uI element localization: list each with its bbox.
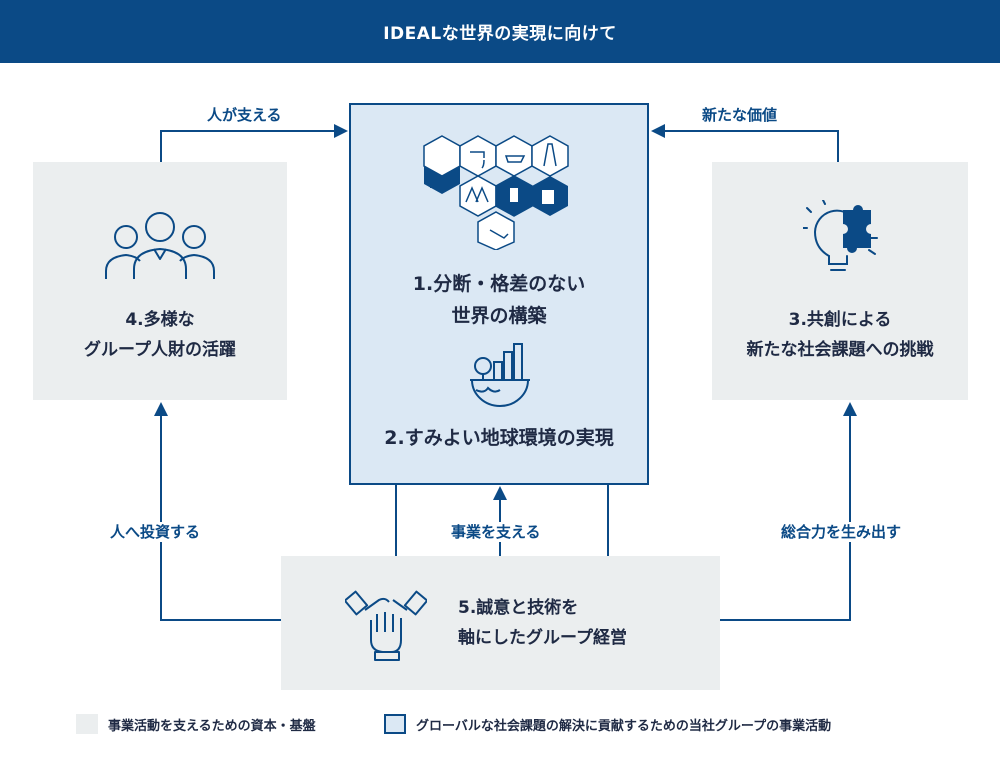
left-box-line2: グループ人財の活躍: [84, 340, 236, 360]
arrowhead-top-right: [651, 124, 665, 138]
flow-label-center: 事業を支える: [445, 522, 547, 542]
flow-label-top-left: 人が支える: [201, 105, 288, 125]
arrowhead-right: [843, 402, 857, 416]
bottom-box-line1: 5.誠意と技術を: [458, 598, 579, 618]
flow-line-right: [720, 415, 851, 621]
group-people-icon: [105, 212, 215, 279]
center-line-1b: 世界の構築: [451, 305, 547, 327]
flow-label-right: 総合力を生み出す: [775, 522, 908, 542]
flow-label-left: 人へ投資する: [104, 522, 207, 542]
left-box: 4.多様な グループ人財の活躍: [33, 162, 287, 400]
legend-base: 事業活動を支えるための資本・基盤: [76, 714, 316, 734]
flow-line-left: [160, 415, 281, 621]
legend-label-base: 事業活動を支えるための資本・基盤: [108, 718, 316, 734]
right-box: 3.共創による 新たな社会課題への挑戦: [712, 162, 968, 400]
green-city-globe-icon: [470, 343, 530, 407]
page-header: IDEALな世界の実現に向けて: [0, 0, 1000, 63]
legend-swatch-base: [76, 714, 98, 734]
legend-swatch-activity: [384, 714, 406, 734]
arrowhead-left: [154, 402, 168, 416]
center-line-2: 2.すみよい地球環境の実現: [384, 427, 614, 449]
arrowhead-center: [493, 486, 507, 500]
bottom-box-line2: 軸にしたグループ経営: [458, 628, 627, 648]
flow-line-top-right: [663, 130, 839, 162]
flow-label-top-right: 新たな価値: [696, 105, 784, 125]
page-title: IDEALな世界の実現に向けて: [383, 24, 617, 44]
legend-activity: グローバルな社会課題の解決に貢献するための当社グループの事業活動: [384, 714, 831, 734]
bottom-box: 5.誠意と技術を 軸にしたグループ経営: [281, 556, 720, 690]
legend-label-activity: グローバルな社会課題の解決に貢献するための当社グループの事業活動: [416, 718, 832, 734]
lightbulb-puzzle-icon: [803, 200, 878, 271]
flow-line-top-left: [160, 130, 336, 162]
center-line-1a: 1.分断・格差のない: [412, 273, 586, 295]
right-box-line2: 新たな社会課題への挑戦: [746, 340, 934, 360]
left-box-line1: 4.多様な: [125, 310, 195, 330]
right-box-line1: 3.共創による: [788, 310, 892, 330]
center-text-1: 1.分断・格差のない 世界の構築: [349, 268, 649, 332]
center-text-2: 2.すみよい地球環境の実現: [349, 422, 649, 454]
hexagon-infrastructure-icon: [423, 135, 569, 250]
arrowhead-top-left: [334, 124, 348, 138]
joined-hands-icon: [345, 590, 427, 661]
